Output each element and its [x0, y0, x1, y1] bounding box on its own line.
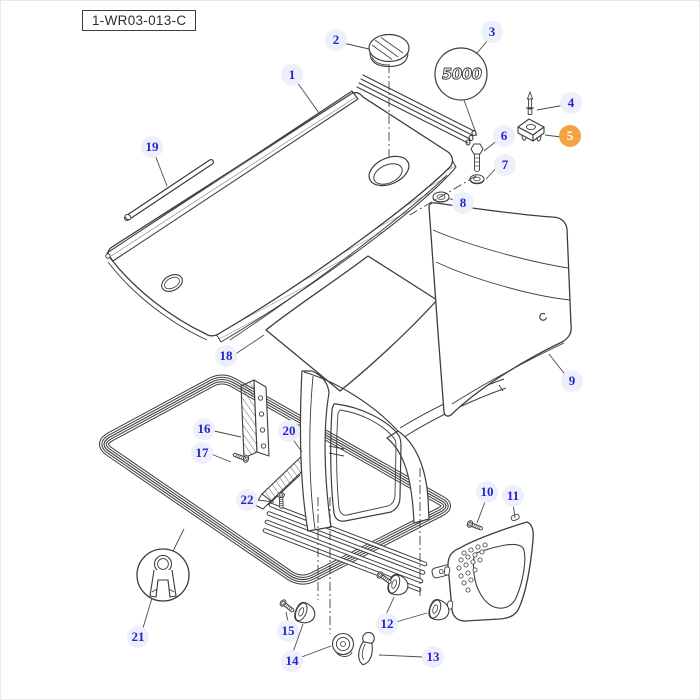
- latch-disc-14: [331, 632, 355, 657]
- latch-knob-14: [291, 599, 319, 627]
- screw-10: [465, 519, 485, 533]
- key-13: [358, 631, 375, 666]
- hood-lower-frame: [99, 374, 451, 585]
- washer-7: [469, 174, 485, 185]
- part-callout-16[interactable]: 16: [193, 418, 215, 440]
- part-callout-10[interactable]: 10: [476, 481, 498, 503]
- support-bracket-16: [240, 379, 270, 459]
- drawing-number-label: 1-WR03-013-C: [82, 10, 197, 31]
- part-callout-17[interactable]: 17: [191, 442, 213, 464]
- seal-detail-circle-21: [136, 528, 190, 602]
- part-callout-21[interactable]: 21: [127, 626, 149, 648]
- hood-top-assembly: [105, 33, 477, 343]
- filler-cap-2: [368, 33, 410, 68]
- emblem-text: 5000: [441, 65, 483, 83]
- part-callout-15[interactable]: 15: [277, 620, 299, 642]
- part-callout-18[interactable]: 18: [215, 345, 237, 367]
- part-callout-12[interactable]: 12: [376, 613, 398, 635]
- part-callout-7[interactable]: 7: [494, 154, 516, 176]
- part-callout-2[interactable]: 2: [325, 29, 347, 51]
- part-callout-9[interactable]: 9: [561, 370, 583, 392]
- front-cowl-panel: [299, 370, 507, 579]
- part-callout-22[interactable]: 22: [236, 489, 258, 511]
- part-callout-19[interactable]: 19: [141, 136, 163, 158]
- molding-strip-1: [106, 90, 359, 262]
- hood-panel: [107, 91, 454, 337]
- screw-15: [278, 598, 297, 615]
- model-emblem-3: 5000: [434, 47, 488, 101]
- bolt-6: [470, 143, 484, 172]
- part-callout-14[interactable]: 14: [281, 650, 303, 672]
- part-callout-6[interactable]: 6: [493, 125, 515, 147]
- part-callout-20[interactable]: 20: [278, 420, 300, 442]
- clip-5: [517, 118, 545, 142]
- part-callout-13[interactable]: 13: [422, 646, 444, 668]
- part-callout-8[interactable]: 8: [452, 192, 474, 214]
- trim-rod-19: [124, 159, 214, 221]
- part-callout-1[interactable]: 1: [281, 64, 303, 86]
- part-callout-3[interactable]: 3: [481, 21, 503, 43]
- pin-4: [526, 90, 534, 115]
- vent-strip: [356, 74, 477, 146]
- perforated-panel-11: [443, 513, 534, 622]
- centerlines: [317, 468, 421, 634]
- side-panel-9: [428, 202, 572, 417]
- part-callout-5-highlighted[interactable]: 5: [559, 125, 581, 147]
- part-callout-4[interactable]: 4: [560, 92, 582, 114]
- part-callout-11[interactable]: 11: [502, 485, 524, 507]
